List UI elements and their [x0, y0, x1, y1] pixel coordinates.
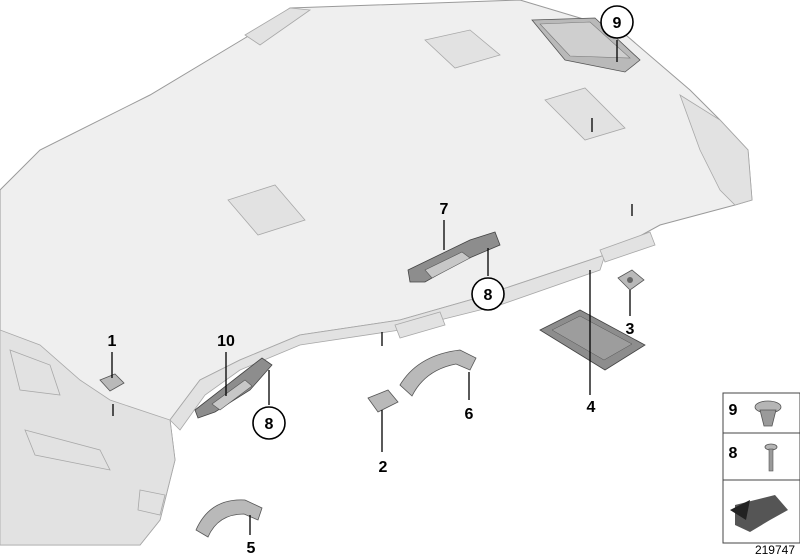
callout-6: 6: [465, 406, 474, 423]
callout-2: 2: [379, 459, 388, 476]
arrow-cutout-icon: [730, 495, 788, 532]
svg-text:9: 9: [729, 402, 738, 419]
svg-text:8: 8: [729, 445, 738, 462]
svg-text:1: 1: [108, 333, 117, 350]
clip-part-1: [99, 373, 125, 392]
callout-7: 7: [440, 201, 449, 218]
grab-handle-5: [195, 499, 263, 538]
svg-text:10: 10: [217, 333, 235, 350]
legend-row-9: 9: [729, 400, 782, 427]
svg-text:8: 8: [484, 287, 493, 304]
expanding-rivet-icon: [764, 443, 778, 472]
callout-leaders: [111, 40, 633, 535]
callout-9: 9: [600, 5, 634, 39]
overhead-console-part: [531, 17, 641, 73]
callout-3: 3: [626, 321, 635, 338]
legend-box: 9 8: [722, 392, 800, 544]
push-rivet-icon: [754, 400, 782, 427]
grab-handle-6: [399, 349, 477, 397]
handle-bracket-7: [407, 231, 501, 283]
callout-8-lower: 8: [252, 406, 286, 440]
svg-text:5: 5: [247, 540, 256, 557]
reference-number: 219747: [755, 543, 795, 557]
svg-text:4: 4: [587, 399, 596, 416]
bracket-part-3: [617, 269, 645, 291]
callout-10: 10: [217, 333, 235, 350]
callout-1: 1: [108, 333, 117, 350]
handle-bracket-10: [194, 357, 273, 419]
svg-text:8: 8: [265, 416, 274, 433]
cover-plate-4: [539, 309, 646, 371]
callout-4: 4: [587, 399, 596, 416]
callout-5: 5: [247, 540, 256, 557]
callout-8-upper: 8: [471, 277, 505, 311]
svg-text:7: 7: [440, 201, 449, 218]
legend-row-8: 8: [729, 443, 778, 472]
headliner-panel: [0, 0, 753, 546]
svg-text:9: 9: [613, 15, 622, 32]
svg-text:6: 6: [465, 406, 474, 423]
svg-text:3: 3: [626, 321, 635, 338]
clip-part-2: [367, 389, 399, 413]
svg-text:2: 2: [379, 459, 388, 476]
